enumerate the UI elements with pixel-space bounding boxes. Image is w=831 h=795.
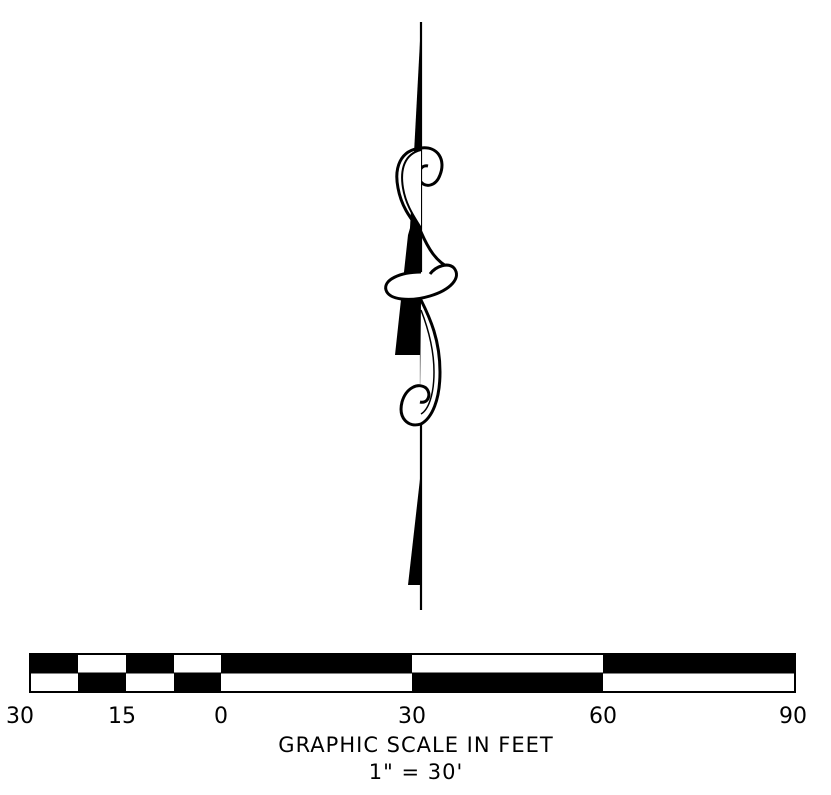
scale-tick-label: 60 bbox=[589, 704, 617, 729]
scale-tick-label: 90 bbox=[779, 704, 807, 729]
scale-tick-label: 15 bbox=[108, 704, 136, 729]
scale-tick-label: 30 bbox=[398, 704, 426, 729]
scale-tick-label: 0 bbox=[214, 704, 228, 729]
scale-title: GRAPHIC SCALE IN FEET bbox=[278, 733, 553, 757]
scale-bar: 30 15 0 30 60 90 GRAPHIC SCALE IN FEET 1… bbox=[6, 653, 807, 784]
north-arrow-icon bbox=[384, 22, 458, 610]
scale-tick-label: 30 bbox=[6, 704, 34, 729]
scale-ratio: 1" = 30' bbox=[369, 760, 463, 784]
